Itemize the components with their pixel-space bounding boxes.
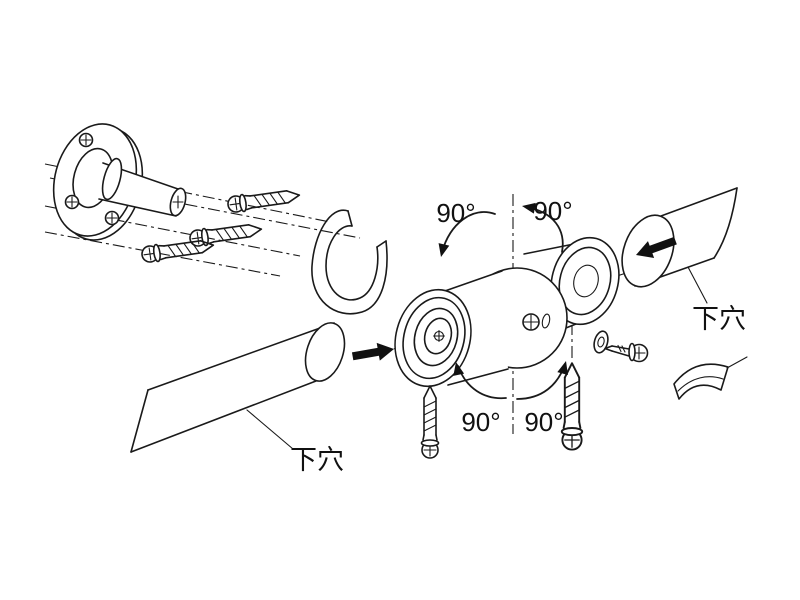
angle-label-top-right: 90° bbox=[533, 196, 572, 226]
handrail-pipe-right bbox=[621, 187, 738, 304]
insert-arrow-left-pipe bbox=[351, 342, 394, 361]
wall-flange-bracket bbox=[52, 123, 187, 241]
pipe-end-face-left bbox=[304, 322, 346, 382]
mounting-screw-2 bbox=[188, 219, 264, 249]
set-screw-bottom-left bbox=[420, 385, 440, 459]
snap-cover-ring bbox=[311, 209, 388, 315]
mounting-stem bbox=[98, 157, 187, 217]
angle-label-bottom-right: 90° bbox=[524, 407, 563, 437]
washer bbox=[593, 330, 609, 354]
side-washer-and-screw bbox=[593, 330, 649, 363]
rotation-arrowhead-top-left bbox=[438, 243, 450, 257]
screw-axis-line-3 bbox=[44, 231, 281, 277]
flange-hole-left bbox=[64, 194, 80, 210]
leader-line-pilot-hole-right bbox=[687, 266, 708, 304]
set-screw-bottom-right bbox=[560, 362, 584, 451]
labels: 90° 90° 90° 90° 下穴 下穴 bbox=[290, 196, 746, 475]
pilot-hole-label-right: 下穴 bbox=[692, 304, 746, 334]
handrail-pipe-left bbox=[130, 322, 394, 453]
pilot-hole-label-bottom: 下穴 bbox=[290, 445, 344, 475]
angle-label-bottom-left: 90° bbox=[461, 407, 500, 437]
left-socket-cup bbox=[394, 270, 509, 388]
screw-axis-line-2 bbox=[44, 205, 301, 257]
leader-line-pilot-hole-bottom bbox=[246, 409, 294, 450]
rotation-arrowhead-bottom-right bbox=[557, 361, 568, 375]
rotation-arrows bbox=[438, 202, 568, 400]
pipe-end-saddle bbox=[673, 356, 748, 400]
rotation-arrowhead-bottom-left bbox=[453, 362, 465, 376]
rotation-arrowhead-top-right bbox=[522, 202, 536, 214]
angle-label-top-left: 90° bbox=[436, 198, 475, 228]
insert-arrow-right-pipe bbox=[636, 236, 677, 258]
flange-hole-top bbox=[78, 132, 94, 148]
rotation-arrow-top-left bbox=[441, 211, 496, 253]
rotation-arrow-bottom-right bbox=[516, 363, 566, 400]
mounting-screw-1 bbox=[226, 185, 302, 215]
joint-screw-side bbox=[604, 342, 649, 363]
flange-hole-bottom bbox=[104, 210, 120, 226]
